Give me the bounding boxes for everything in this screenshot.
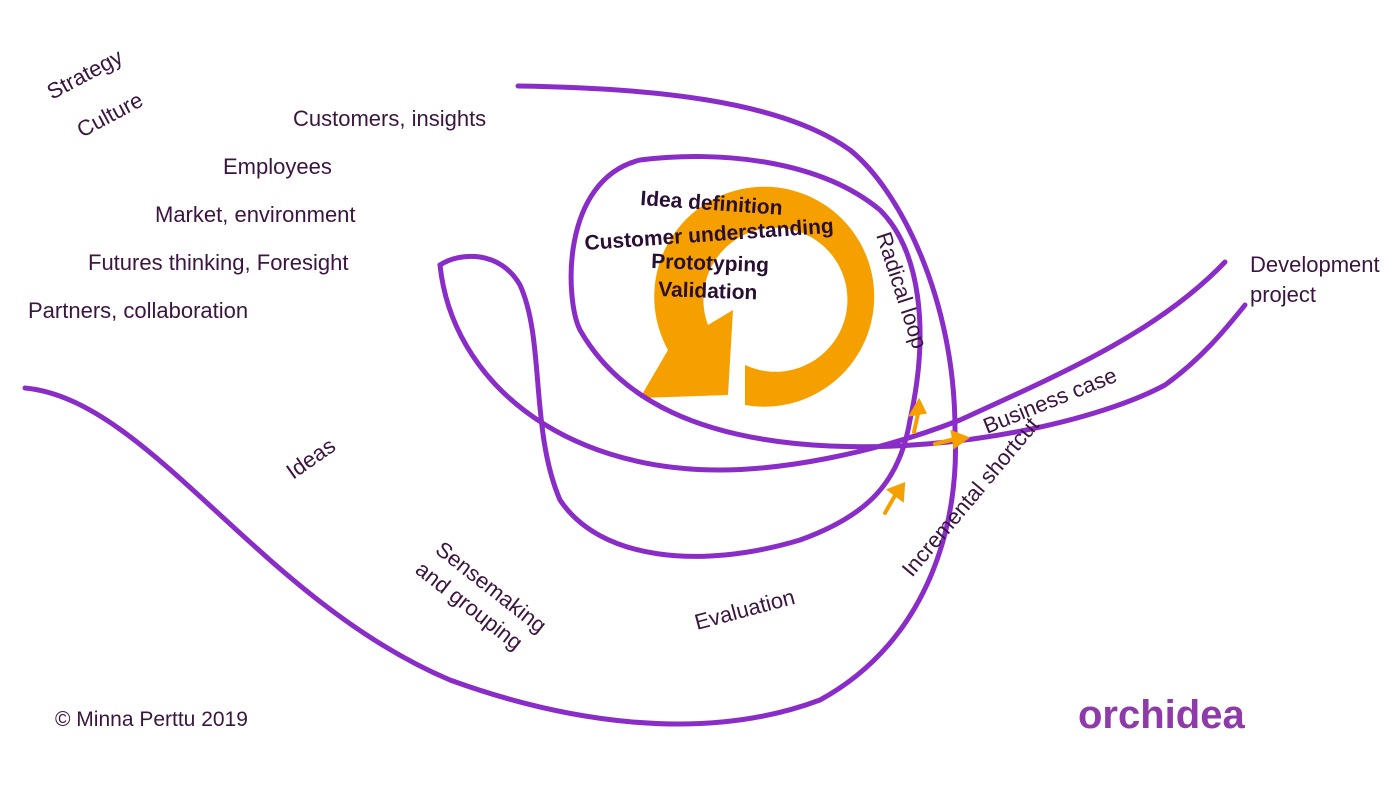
market-label: Market, environment: [155, 202, 356, 227]
futures-label: Futures thinking, Foresight: [88, 250, 348, 275]
middle-spiral-curve: [437, 154, 1248, 559]
iteration-loop-arrow: [640, 186, 875, 407]
employees-label: Employees: [223, 154, 332, 179]
strategy-label: Strategy: [43, 44, 127, 105]
direction-arrows: [883, 397, 971, 515]
radical-loop-label: Radical loop: [871, 229, 932, 352]
outer-funnel-curve: [22, 83, 958, 727]
arrow-up-1-icon: [908, 397, 927, 434]
copyright-text: © Minna Perttu 2019: [55, 708, 248, 731]
ideas-label: Ideas: [282, 433, 340, 484]
funnel-curves: [22, 83, 1248, 727]
partners-label: Partners, collaboration: [28, 298, 248, 323]
culture-label: Culture: [73, 87, 147, 142]
development-label-line1: Development: [1250, 252, 1380, 277]
evaluation-label: Evaluation: [692, 584, 798, 635]
loop-step-prototyping: Prototyping: [651, 250, 770, 277]
arrow-up-2-icon: [883, 482, 906, 515]
arrow-right-icon: [933, 429, 971, 450]
loop-step-validation: Validation: [658, 278, 758, 304]
development-label-line2: project: [1250, 282, 1316, 307]
customers-label: Customers, insights: [293, 106, 486, 131]
orchidea-logo: orchidea: [1078, 693, 1245, 737]
loop-arrow-ring: [640, 186, 875, 407]
